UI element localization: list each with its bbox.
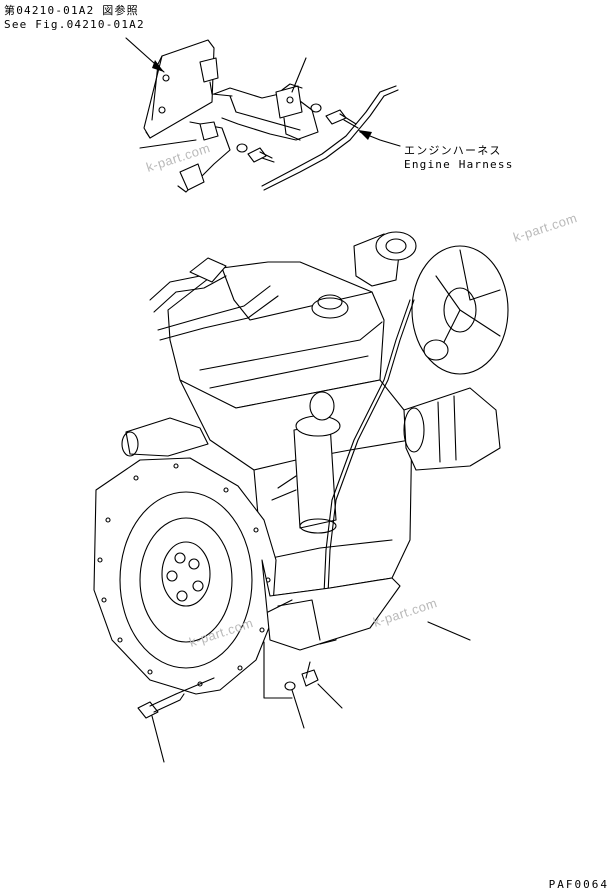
- engine-body: [93, 231, 509, 695]
- reference-english: See Fig.04210-01A2: [4, 18, 145, 31]
- figure-code: PAF0064: [548, 878, 609, 891]
- callout-english: Engine Harness: [404, 158, 514, 171]
- bracket-assembly: [125, 37, 401, 193]
- lower-fasteners: [137, 599, 471, 763]
- reference-japanese: 第04210-01A2 図参照: [4, 4, 139, 17]
- callout-japanese: エンジンハーネス: [404, 144, 502, 157]
